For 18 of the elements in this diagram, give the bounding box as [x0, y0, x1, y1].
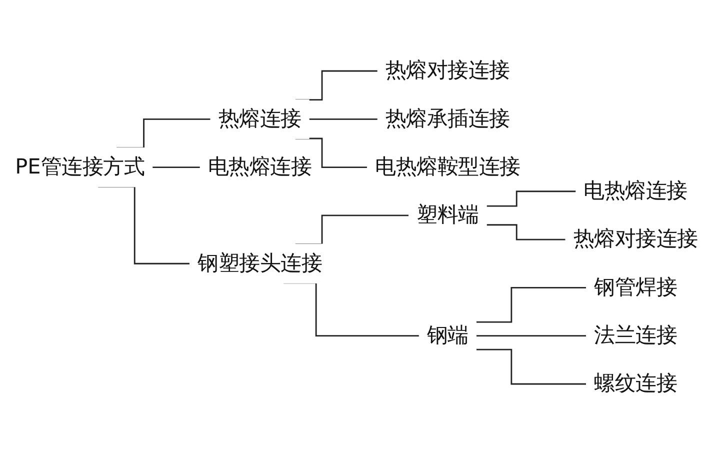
node-text: 热熔承插连接: [385, 107, 510, 131]
node-text: 法兰连接: [594, 324, 678, 348]
connector: [476, 286, 586, 323]
node-text: 热熔对接连接: [573, 228, 698, 252]
node-text: 钢管焊接: [594, 276, 678, 300]
node-text: 塑料端: [416, 204, 479, 228]
node-text: 钢端: [426, 324, 468, 348]
node-text: 螺纹连接: [594, 372, 678, 396]
connector: [476, 335, 586, 337]
connector: [476, 348, 586, 385]
node-text: 电热熔鞍型连接: [374, 156, 520, 180]
connector: [486, 190, 576, 207]
connector: [308, 118, 378, 120]
node-text: 热熔对接连接: [385, 59, 510, 83]
connector: [152, 166, 200, 168]
connector: [486, 224, 566, 240]
node-text: 电热熔连接: [208, 156, 312, 180]
node-text: 电热熔连接: [584, 180, 688, 204]
